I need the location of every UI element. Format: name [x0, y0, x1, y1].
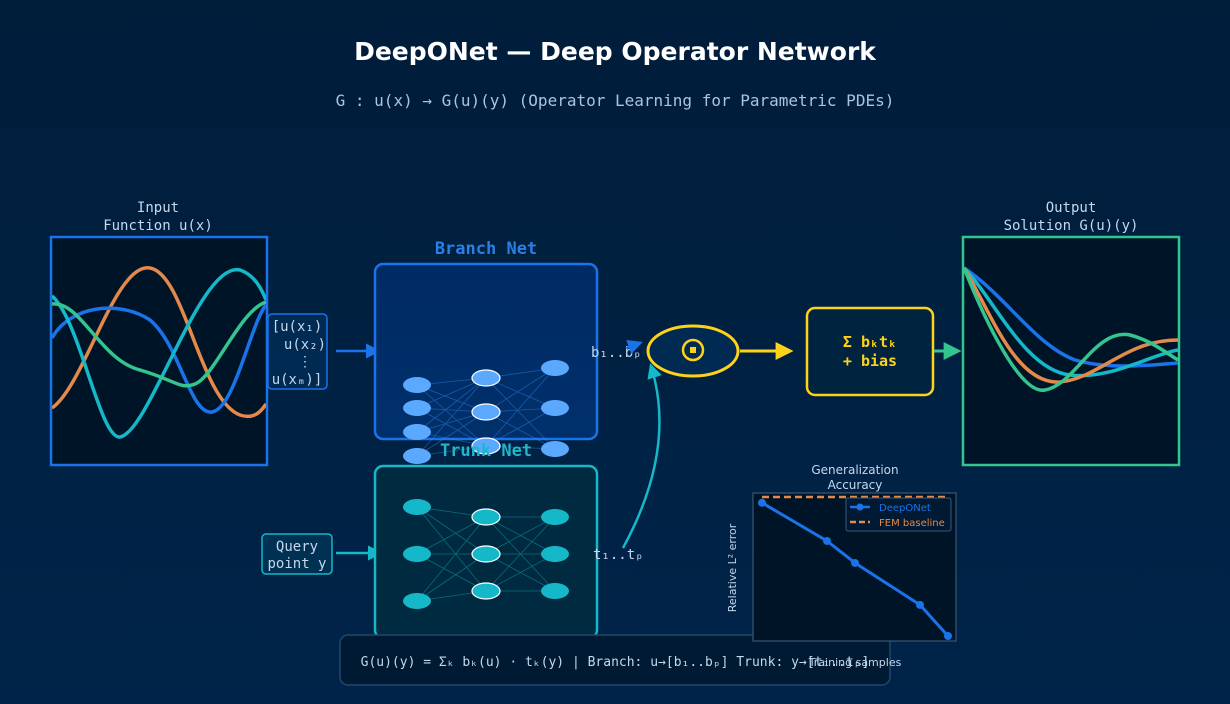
- branch-net-connection: [485, 377, 556, 450]
- series-deeponet-point: [916, 600, 925, 609]
- branch-net-node: [403, 377, 431, 393]
- trunk-net-node: [541, 546, 569, 562]
- chart-x-axis-label: Training samples: [808, 656, 902, 669]
- trunk-net-connection: [485, 553, 556, 592]
- branch-net-node: [541, 441, 569, 457]
- trunk-net-connection: [485, 516, 556, 592]
- trunk-net-connection: [416, 506, 487, 555]
- branch-net-label: Branch Net: [435, 239, 537, 259]
- branch-output-label: b₁..bₚ: [591, 345, 642, 361]
- series-deeponet-point: [758, 498, 766, 507]
- trunk-net-connection: [485, 516, 556, 555]
- trunk-net-node: [403, 546, 431, 562]
- arrow-trunk-to-product: [621, 363, 662, 549]
- branch-net-node: [541, 400, 569, 416]
- sum-bias-box: [805, 306, 935, 397]
- output-solution-curves: [964, 266, 1178, 392]
- trunk-net-connection: [485, 516, 556, 592]
- trunk-net-connection: [485, 553, 556, 592]
- trunk-net-connection: [485, 516, 556, 555]
- branch-net-connection: [485, 367, 556, 413]
- input-function-curves: [52, 266, 266, 439]
- output-label-line2: Solution G(u)(y): [1004, 218, 1139, 234]
- trunk-net-node: [541, 583, 569, 599]
- legend-deeponet-marker: [856, 503, 864, 511]
- formula-text: G(u)(y) = Σₖ bₖ(u) · tₖ(y) | Branch: u→[…: [361, 655, 870, 670]
- trunk-net-node: [471, 545, 501, 563]
- input-label-line1: Input: [137, 200, 179, 216]
- trunk-net-nodes: [403, 499, 569, 609]
- sensor-vector-line2: u(x₂): [284, 337, 326, 353]
- branch-net-node: [403, 424, 431, 440]
- branch-net-connection: [416, 377, 487, 457]
- chart-title-line1: Generalization: [811, 463, 898, 477]
- branch-net-node: [541, 360, 569, 376]
- input-curve-green: [52, 300, 266, 388]
- branch-net-node: [471, 403, 501, 421]
- branch-net-node: [471, 369, 501, 387]
- sensor-vector-line4: u(xₘ)]: [272, 372, 323, 388]
- branch-net-connection: [416, 407, 487, 447]
- formula-bar: [339, 634, 891, 686]
- input-label-line2: Function u(x): [103, 218, 213, 234]
- branch-net-connection: [416, 411, 487, 457]
- input-curve-cyan: [52, 268, 266, 439]
- sensor-vector-line3: ⋮: [298, 354, 312, 370]
- trunk-net-connection: [416, 516, 487, 602]
- input-curve-orange: [52, 266, 266, 418]
- trunk-net-node: [471, 508, 501, 526]
- page-title: DeepONet — Deep Operator Network: [354, 37, 877, 66]
- output-label-line1: Output: [1046, 200, 1097, 216]
- trunk-output-label: t₁..tₚ: [593, 547, 644, 563]
- trunk-net-label: Trunk Net: [440, 441, 532, 461]
- output-curve-green: [964, 267, 1178, 392]
- series-deeponet-point: [823, 536, 832, 545]
- accuracy-chart: Generalization Accuracy Relative L² erro…: [726, 463, 957, 669]
- legend-fem-label: FEM baseline: [879, 518, 945, 529]
- sum-line2: + bias: [843, 352, 897, 370]
- input-curve-blue: [52, 303, 266, 414]
- branch-net-connection: [416, 377, 487, 433]
- trunk-net-node: [471, 582, 501, 600]
- dot-product-icon: [681, 338, 705, 362]
- sum-line1: Σ bₖtₖ: [843, 333, 897, 351]
- branch-net-connection: [416, 384, 487, 447]
- arrow-branch-to-product: [625, 339, 643, 355]
- trunk-net-node: [541, 509, 569, 525]
- chart-y-axis-label: Relative L² error: [726, 523, 739, 612]
- branch-net-node: [471, 437, 501, 455]
- legend-deeponet-label: DeepONet: [879, 503, 931, 514]
- chart-title-line2: Accuracy: [828, 478, 883, 492]
- series-deeponet-point: [944, 632, 952, 640]
- chart-legend-box: [845, 497, 952, 532]
- output-curve-blue: [964, 266, 1178, 368]
- branch-net-node: [403, 400, 431, 416]
- branch-net-connection: [485, 367, 556, 447]
- trunk-net-connection: [416, 516, 487, 555]
- page-subtitle: G : u(x) → G(u)(y) (Operator Learning fo…: [336, 91, 895, 110]
- branch-net-nodes: [403, 360, 569, 464]
- sensor-vector-line1: [u(x₁): [272, 319, 323, 335]
- chart-legend: DeepONet FEM baseline: [845, 497, 952, 532]
- branch-net-node: [403, 448, 431, 464]
- trunk-net-connection: [416, 553, 487, 602]
- dot-product-icon-center: [690, 347, 696, 353]
- trunk-net-node: [403, 593, 431, 609]
- branch-net-connection: [485, 411, 556, 450]
- trunk-net-node: [403, 499, 431, 515]
- chart-marks: [758, 495, 952, 640]
- trunk-net-connection: [416, 553, 487, 592]
- output-solution-panel: [961, 235, 1181, 467]
- branch-net-connection: [485, 407, 556, 447]
- query-line2: point y: [267, 556, 326, 572]
- query-line1: Query: [276, 539, 318, 555]
- series-deeponet-point: [851, 558, 859, 567]
- trunk-net-connection: [416, 506, 487, 592]
- sensor-vector-box: [267, 313, 328, 390]
- query-point-box: [261, 533, 333, 575]
